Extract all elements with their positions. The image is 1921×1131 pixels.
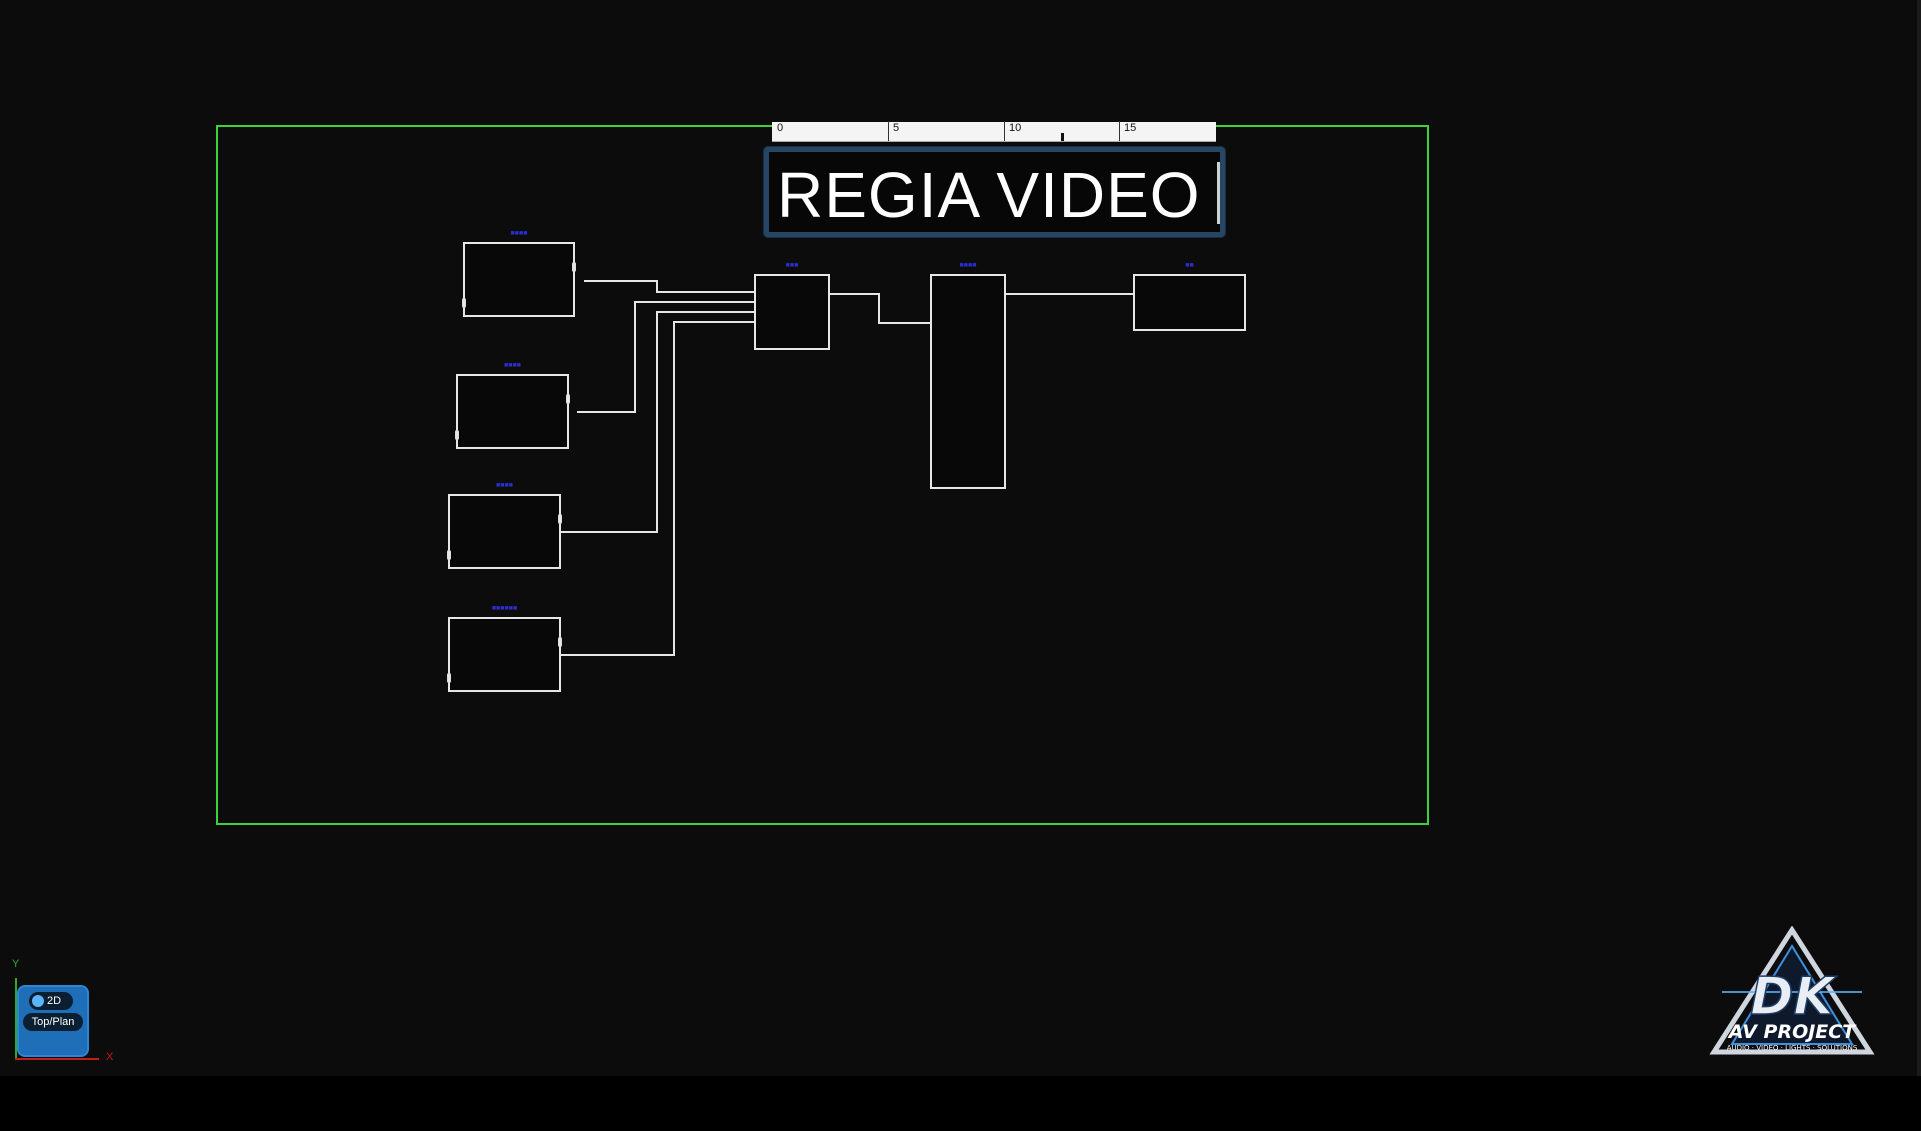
- ruler-label-0: 0: [777, 122, 784, 134]
- x-axis-label: X: [106, 1051, 114, 1063]
- output-connector[interactable]: [558, 514, 562, 524]
- y-axis-label: Y: [12, 958, 20, 970]
- view-mode-label: 2D: [47, 995, 62, 1007]
- device-block-source-1[interactable]: ■■■■: [462, 230, 576, 317]
- output-connector[interactable]: [566, 394, 570, 404]
- toggle-dot-icon: [32, 995, 44, 1007]
- input-connector[interactable]: [462, 298, 466, 308]
- view-cube[interactable]: 2D Top/Plan: [17, 985, 89, 1057]
- logo-mark: DK: [1750, 967, 1837, 1027]
- drawing-viewport[interactable]: ■■■■ ■■■■ ■■■■ ■■■■■■ ■■■ ■■■■ ■■ 0 5 10…: [0, 0, 1921, 1076]
- device-block-source-3[interactable]: ■■■■: [447, 482, 562, 569]
- ruler-major-tick: [888, 121, 889, 141]
- ruler-label-15: 15: [1124, 122, 1137, 134]
- text-label-editor[interactable]: REGIA VIDEO: [764, 147, 1225, 237]
- ruler-indent-marker[interactable]: [1061, 133, 1064, 141]
- ruler-major-tick: [1119, 121, 1120, 141]
- text-caret: [1217, 162, 1220, 224]
- x-axis-indicator: [15, 1058, 99, 1060]
- view-mode-toggle[interactable]: 2D: [29, 992, 73, 1010]
- device-label: ■■■■: [504, 362, 521, 369]
- device-block-router[interactable]: ■■■■: [930, 262, 1006, 489]
- y-axis-indicator: [15, 978, 17, 1060]
- device-label: ■■■■■■: [491, 605, 518, 612]
- output-connector[interactable]: [572, 262, 576, 272]
- viewport-edge: [1917, 0, 1921, 1076]
- input-connector[interactable]: [447, 673, 451, 683]
- device-label: ■■■■: [510, 230, 528, 237]
- logo-name: AV PROJECT: [1727, 1021, 1857, 1043]
- device-label: ■■: [1185, 262, 1194, 269]
- device-label: ■■■■: [496, 482, 513, 489]
- input-connector[interactable]: [447, 550, 451, 560]
- view-name-button[interactable]: Top/Plan: [23, 1013, 83, 1031]
- output-connector[interactable]: [558, 637, 562, 647]
- device-label: ■■■■: [959, 262, 977, 269]
- device-block-switcher[interactable]: ■■■: [754, 262, 830, 350]
- ruler-label-5: 5: [893, 122, 900, 134]
- dk-av-project-logo: DK AV PROJECT AUDIO · VIDEO · LIGHTS · S…: [1709, 926, 1875, 1055]
- device-block-display[interactable]: ■■: [1133, 262, 1246, 331]
- title-label[interactable]: REGIA VIDEO: [777, 159, 1201, 231]
- input-connector[interactable]: [455, 430, 459, 440]
- ruler-major-tick: [1004, 121, 1005, 141]
- ruler-label-10: 10: [1009, 122, 1022, 134]
- status-bar-area: [0, 1076, 1921, 1131]
- logo-tagline: AUDIO · VIDEO · LIGHTS · SOLUTIONS: [1727, 1044, 1858, 1052]
- device-label: ■■■: [785, 262, 799, 269]
- device-block-source-4[interactable]: ■■■■■■: [447, 605, 562, 692]
- device-block-source-2[interactable]: ■■■■: [455, 362, 570, 449]
- text-ruler[interactable]: 0 5 10 15: [772, 121, 1216, 142]
